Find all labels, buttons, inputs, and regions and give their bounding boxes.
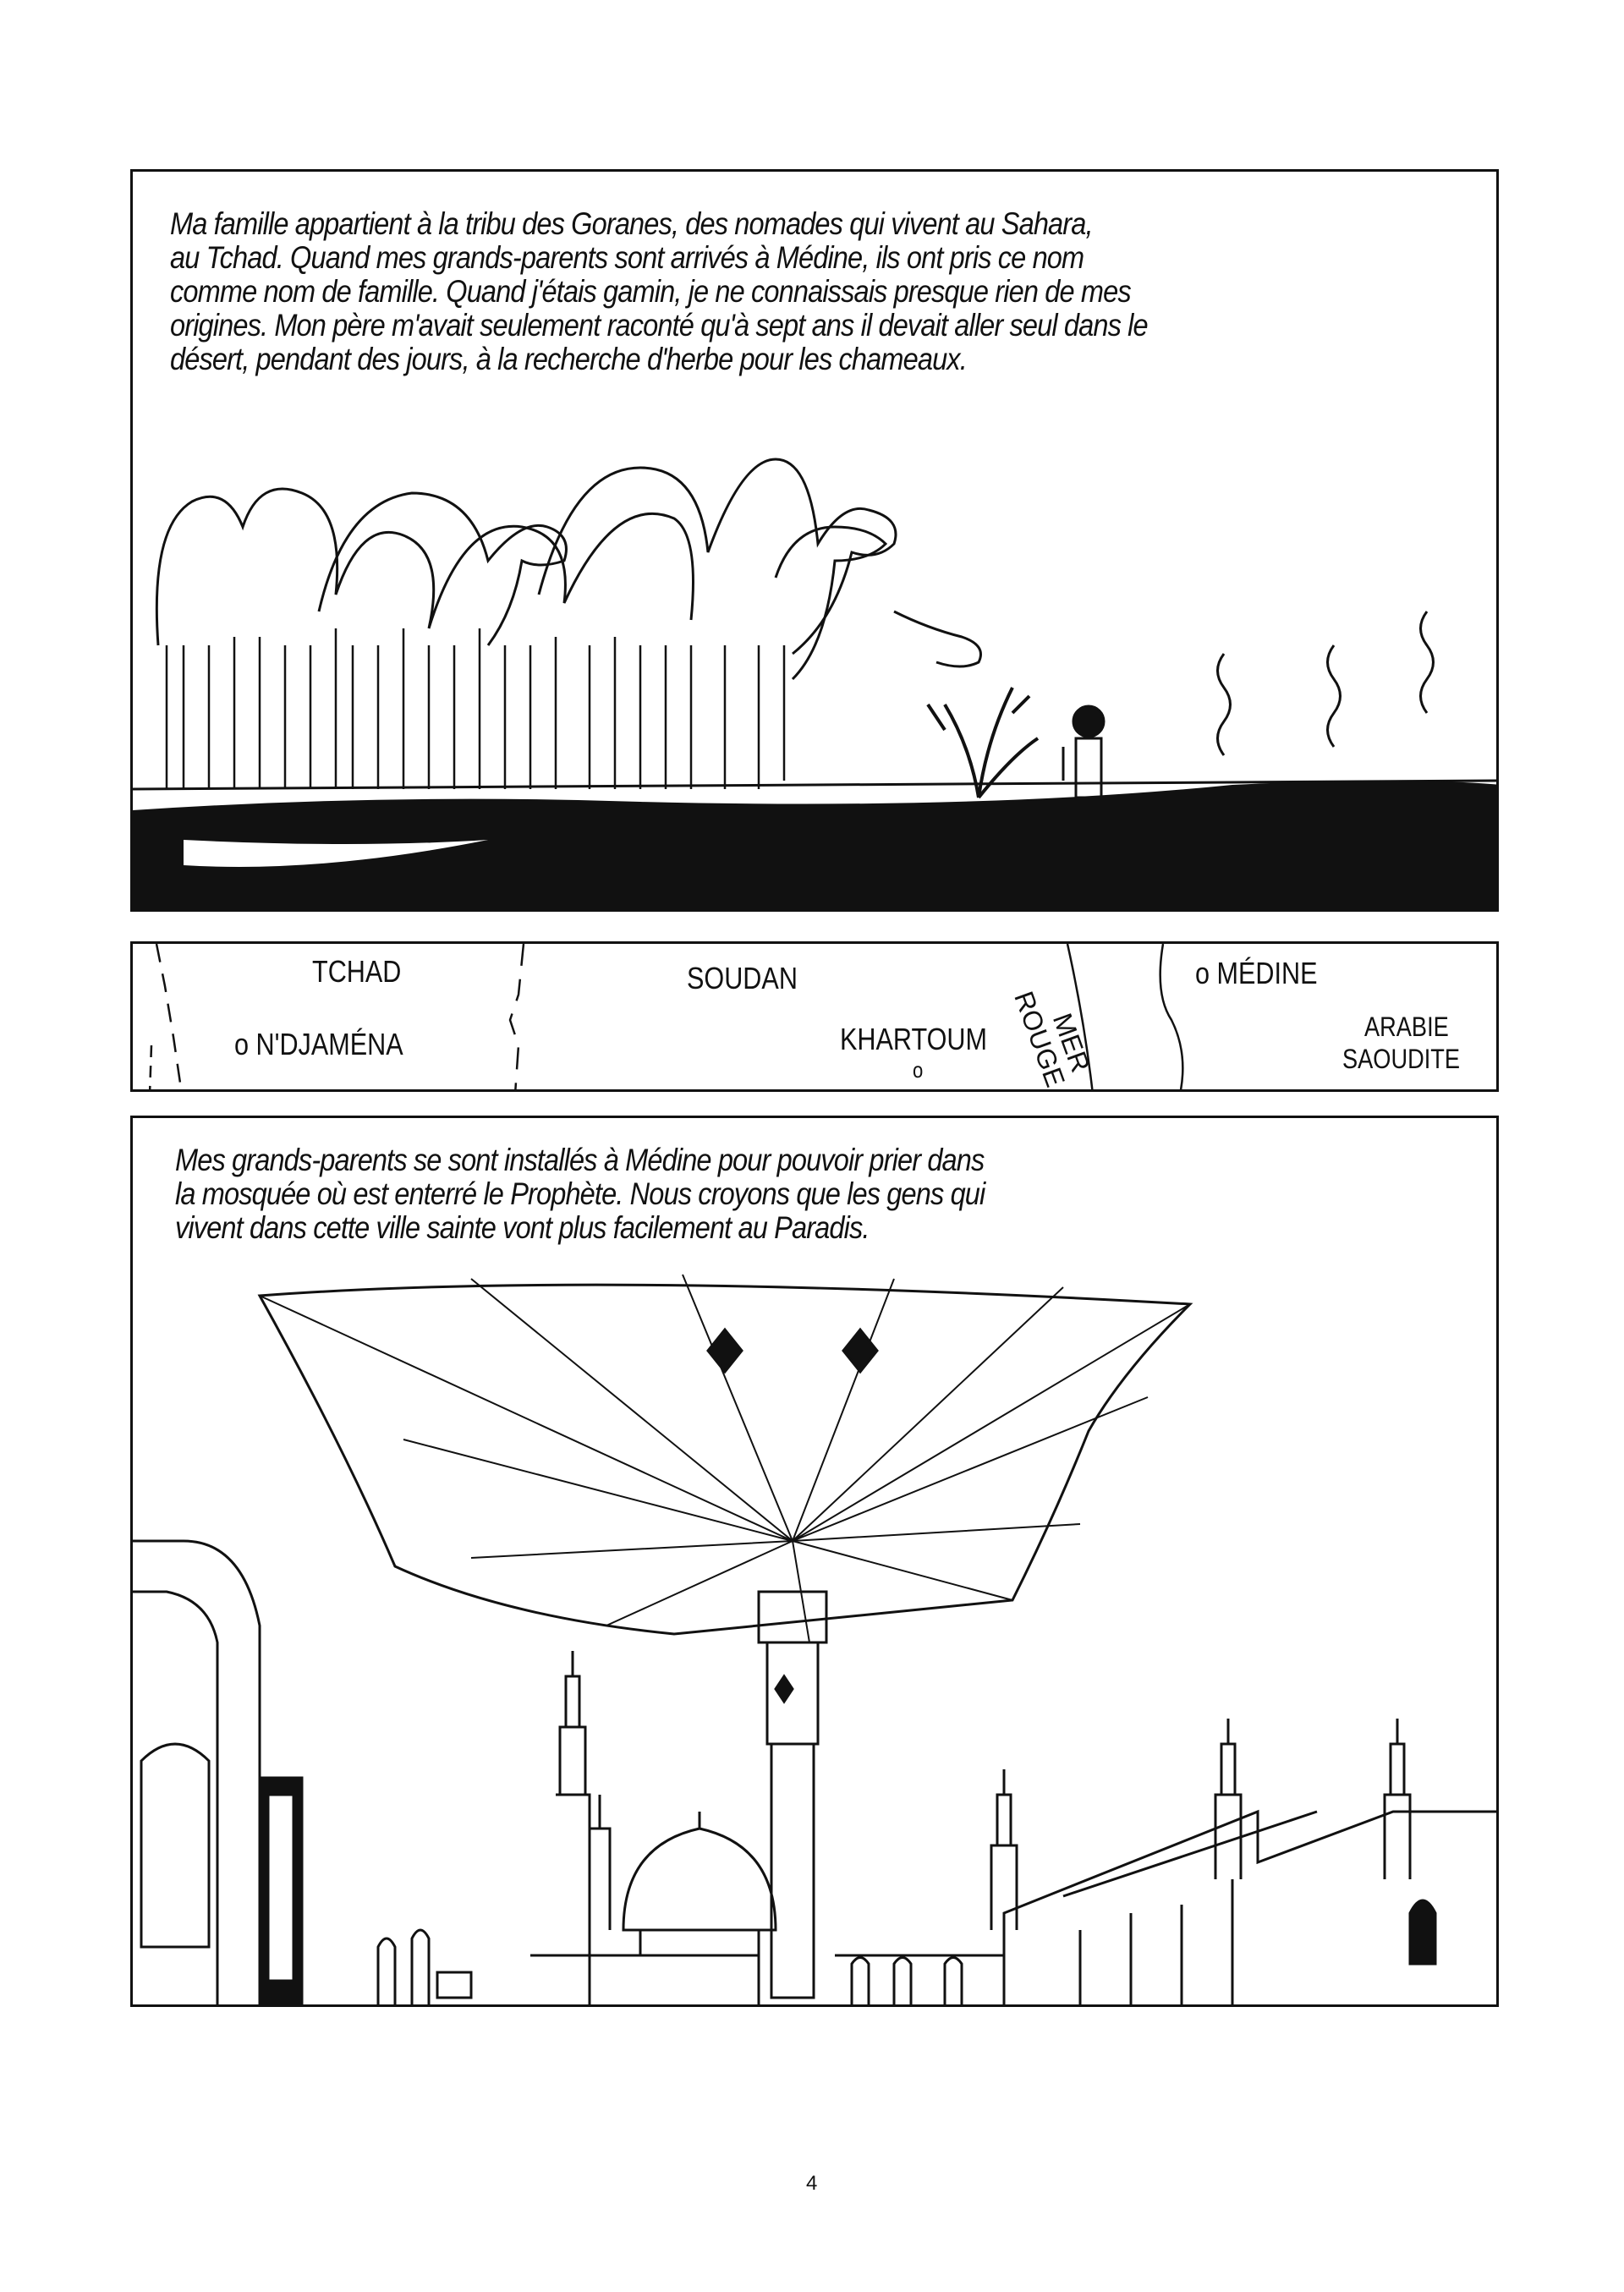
- dark-door: [258, 1776, 304, 2004]
- umbrella-column: [757, 1590, 828, 1999]
- mosque-wall: [530, 1954, 1006, 2004]
- map-label-soudan: SOUDAN: [687, 961, 798, 995]
- panel1-caption: Ma famille appartient à la tribu des Gor…: [170, 206, 1149, 376]
- bush: [926, 687, 1040, 799]
- green-dome: [622, 1812, 777, 1957]
- minaret: [556, 1651, 591, 2004]
- caption-line: comme nom de famille. Quand j'étais gami…: [170, 274, 1132, 309]
- minaret: [1214, 1719, 1243, 1879]
- caption-line: Mes grands-parents se sont installés à M…: [175, 1143, 985, 1177]
- mosque-illustration: [133, 1274, 1496, 2004]
- desert-illustration: [133, 458, 1496, 909]
- panel-map: TCHAD o N'DJAMÉNA SOUDAN KHARTOUM o MER …: [130, 941, 1499, 1092]
- map-borders: [148, 944, 1184, 1089]
- caption-line: origines. Mon père m'avait seulement rac…: [170, 308, 1149, 343]
- caption-line: vivent dans cette ville sainte vont plus…: [175, 1210, 870, 1245]
- camel-herd: [155, 458, 982, 681]
- page-number: 4: [806, 2172, 818, 2195]
- left-archway: [133, 1539, 261, 2004]
- map-label-ndjamena: o N'DJAMÉNA: [234, 1027, 403, 1061]
- map-label-khartoum: KHARTOUM: [840, 1022, 987, 1056]
- heat-waves: [1216, 611, 1435, 756]
- umbrella-ribs: [259, 1274, 1191, 1643]
- caption-line: Ma famille appartient à la tribu des Gor…: [170, 206, 1094, 241]
- minaret: [1383, 1719, 1412, 1879]
- dark-ground: [133, 781, 1496, 909]
- panel3-caption: Mes grands-parents se sont installés à M…: [175, 1143, 985, 1245]
- map-label-arabie: ARABIE: [1364, 1012, 1449, 1042]
- right-arcade-building: [1002, 1809, 1496, 2004]
- panel-medina-mosque: Mes grands-parents se sont installés à M…: [130, 1116, 1499, 2007]
- pilgrims: [376, 1928, 963, 2004]
- caption-line: la mosquée où est enterré le Prophète. N…: [175, 1176, 985, 1211]
- camel-legs: [165, 628, 786, 789]
- map-label-saoudite: SAOUDITE: [1342, 1044, 1461, 1074]
- minaret: [990, 1769, 1018, 1930]
- map-label-medine: o MÉDINE: [1195, 956, 1318, 990]
- caption-line: au Tchad. Quand mes grands-parents sont …: [170, 240, 1084, 275]
- map-dot-khartoum: o: [913, 1057, 924, 1083]
- map-label-tchad: TCHAD: [312, 954, 402, 989]
- panel-desert-camels: Ma famille appartient à la tribu des Gor…: [130, 169, 1499, 912]
- umbrella-canopy: [257, 1283, 1193, 1636]
- caption-line: désert, pendant des jours, à la recherch…: [170, 342, 968, 376]
- minaret: [588, 1795, 612, 1930]
